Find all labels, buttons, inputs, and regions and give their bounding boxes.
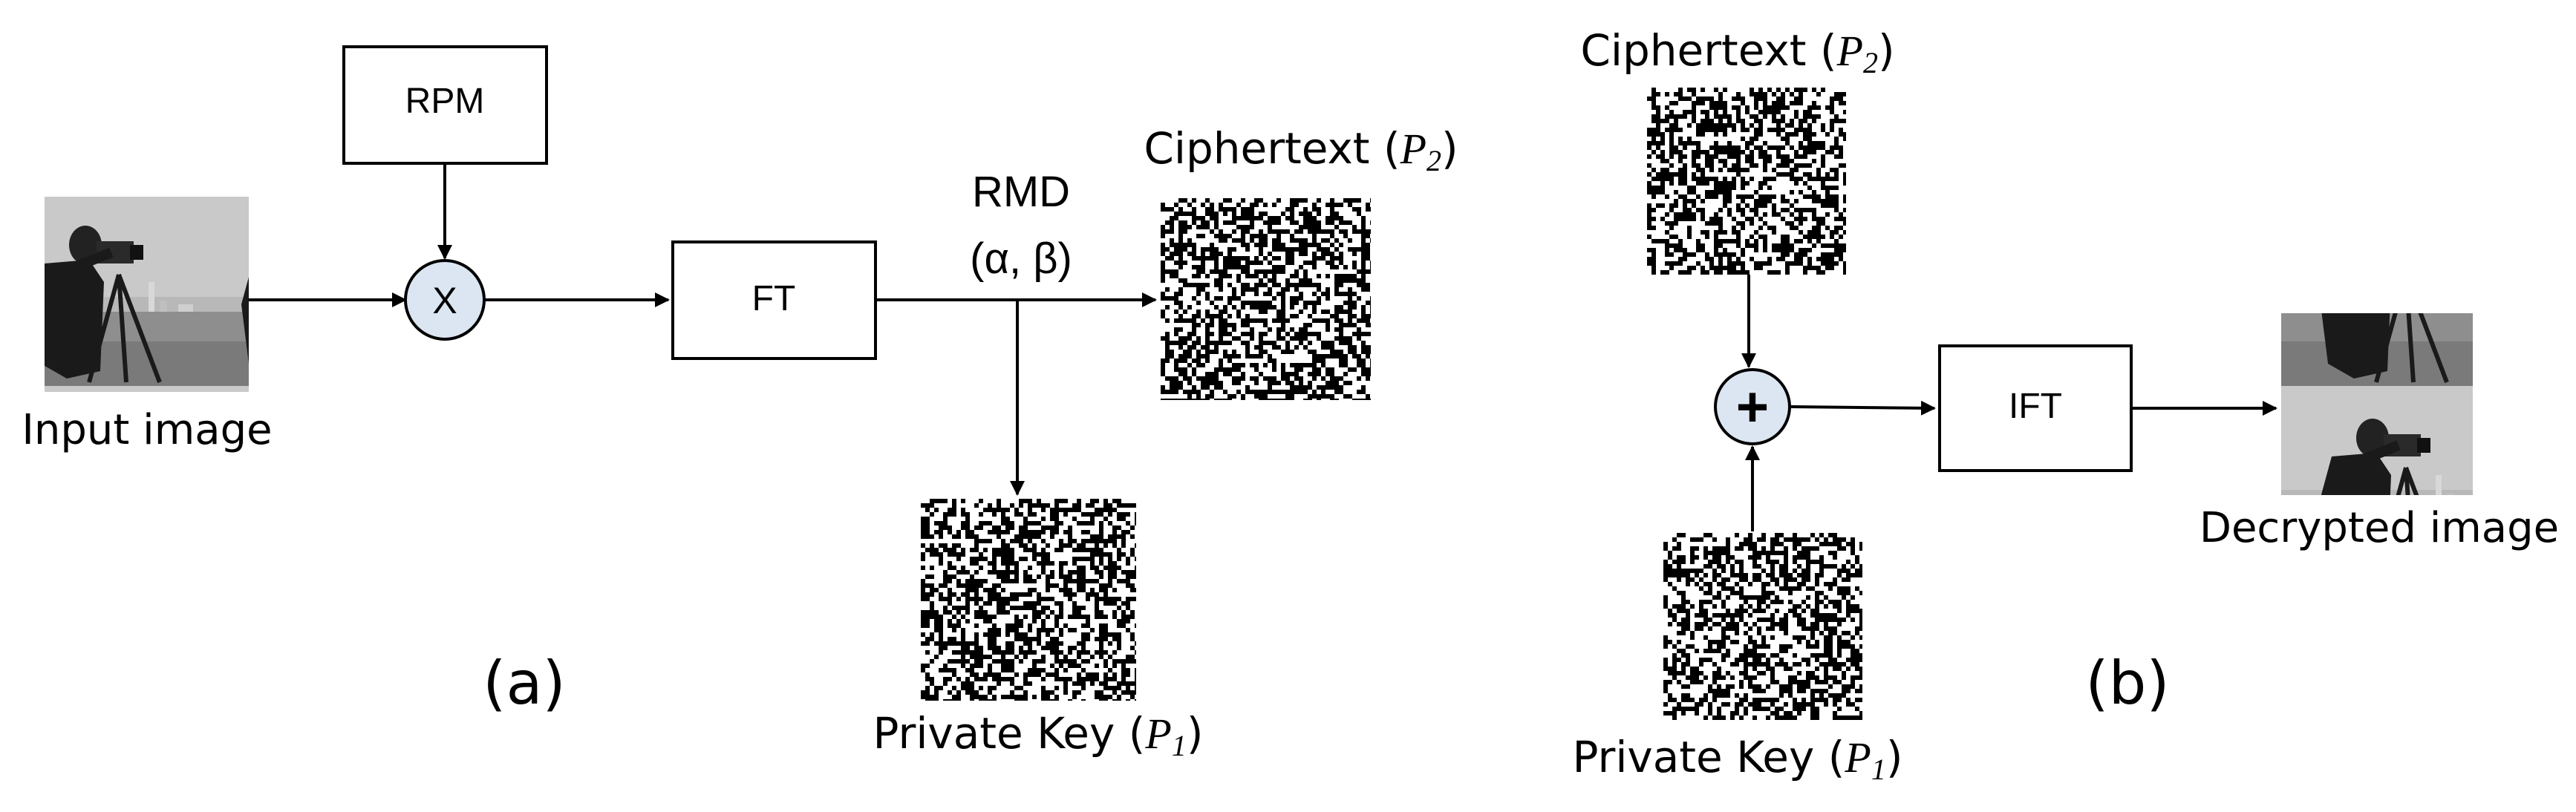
ift-box	[1938, 344, 2133, 472]
arrow-add-to-ift	[1789, 400, 1936, 416]
panel-a: Input image RPM X FT RMD (α, β) Cipherte…	[22, 45, 1458, 762]
private-key-image-b	[1663, 533, 1862, 720]
decrypted-image	[2281, 313, 2473, 495]
ciphertext-image-b	[1647, 88, 1846, 275]
panel-a-label: (a)	[483, 649, 565, 718]
private-key-caption-b: Private Key (P1)	[1573, 732, 1903, 786]
multiply-symbol: X	[432, 280, 457, 321]
rmd-params: (α, β)	[970, 235, 1072, 283]
private-key-caption-a: Private Key (P1)	[873, 708, 1204, 762]
ift-label: IFT	[2009, 387, 2062, 426]
ciphertext-image-a	[1161, 198, 1371, 400]
input-image	[45, 197, 249, 392]
panel-b-label: (b)	[2085, 649, 2169, 718]
add-symbol: +	[1736, 376, 1769, 439]
panel-b: Ciphertext (P2) + IFT Decrypted image Pr…	[1573, 25, 2560, 786]
rpm-label: RPM	[405, 82, 485, 121]
private-key-image-a	[921, 499, 1136, 701]
ft-label: FT	[752, 279, 796, 318]
rmd-label: RMD	[972, 168, 1070, 216]
input-image-caption: Input image	[22, 406, 272, 454]
decrypted-image-caption: Decrypted image	[2200, 504, 2559, 552]
ciphertext-caption-a: Ciphertext (P2)	[1144, 123, 1458, 177]
ciphertext-caption-b: Ciphertext (P2)	[1580, 25, 1894, 79]
